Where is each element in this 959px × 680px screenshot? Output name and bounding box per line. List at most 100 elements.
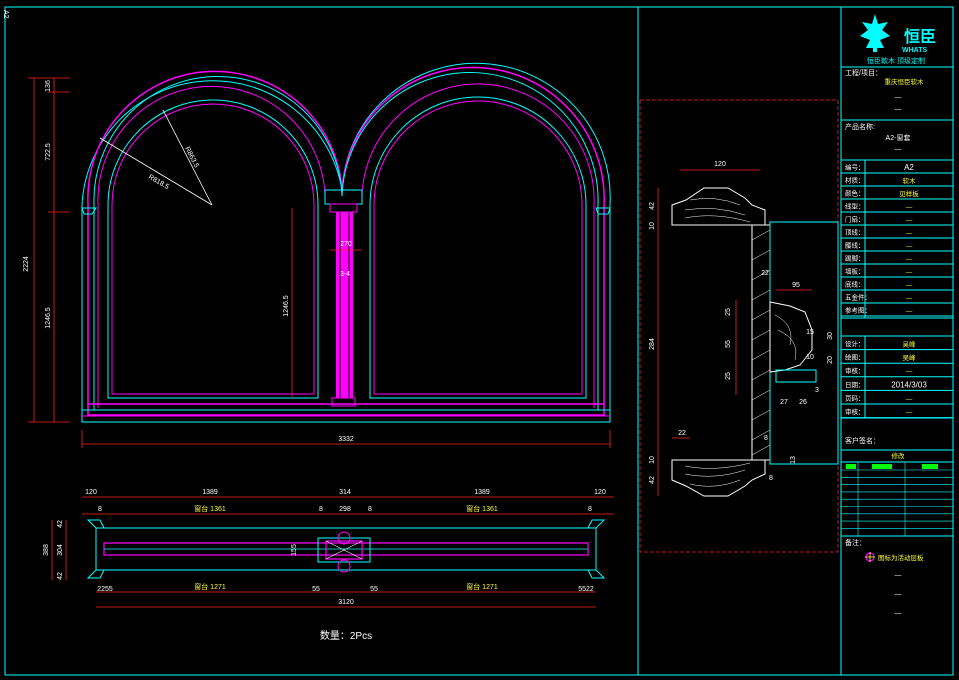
section-dim-25a: 25 <box>725 308 732 316</box>
section-top-grain <box>684 198 751 223</box>
section-top-profile <box>671 187 766 226</box>
plan-bottom-label-left: 窗台 1271 <box>194 582 226 591</box>
right-ear-ornament <box>595 207 611 215</box>
approval-row-value: 吴峰 <box>903 340 917 349</box>
sheet-border <box>4 6 954 676</box>
dim-height-lower: 1246.5 <box>45 307 52 329</box>
plan-center-x2 <box>325 540 363 560</box>
brand-name-cn: 恒臣 <box>904 27 936 46</box>
section-dim-3: 3 <box>815 387 819 394</box>
approval-row-value: 吴峰 <box>903 353 917 362</box>
attribute-row-value: — <box>906 256 913 263</box>
plan-center-inner <box>325 540 363 560</box>
product-label: 产品名称: <box>845 122 875 131</box>
section-bottom-profile <box>671 459 766 497</box>
title-block: 恒臣 WHATS 恒臣軟木 顶级定制 工程/项目： 重庆恒臣软木 — — 产品名… <box>841 14 953 617</box>
section-dim-15: 15 <box>806 329 814 336</box>
dim-mullion-width: 270 <box>340 241 352 248</box>
attribute-row-label: 材质： <box>845 176 865 185</box>
attribute-row-label: 底线： <box>845 280 865 289</box>
radius-leader-2 <box>162 109 213 206</box>
plan-center-knob <box>337 531 351 545</box>
plan-dim-sub-5: 8 <box>588 506 592 513</box>
plan-center-dim: 155 <box>291 544 298 556</box>
plan-label-left: 窗台 1361 <box>194 504 226 513</box>
arch-moulding-4 <box>361 83 595 408</box>
plan-dim-sub-3: 298 <box>339 506 351 513</box>
section-jamb <box>751 224 771 461</box>
plan-dim-top-4: 1389 <box>474 489 490 496</box>
plan-bottom-dim-4: 5522 <box>578 586 594 593</box>
right-opening <box>369 96 587 399</box>
plan-end-right <box>587 519 606 579</box>
brand-logo: 恒臣 WHATS 恒臣軟木 顶级定制 <box>860 14 936 65</box>
mullion-column <box>336 212 353 398</box>
plan-dim-top-1: 120 <box>85 489 97 496</box>
legend-text: 图标为活动层板 <box>878 553 924 562</box>
plan-bottom-dim-1: 2255 <box>97 586 113 593</box>
plan-center-block <box>317 537 371 563</box>
right-opening-inner <box>373 100 583 395</box>
plan-bottom-dim-3: 55 <box>370 586 378 593</box>
section-dim-55: 55 <box>725 340 732 348</box>
approval-row-value: 2014/3/03 <box>891 380 927 389</box>
plan-side-dim-2: 388 <box>43 544 50 556</box>
section-mid-profile <box>769 301 813 373</box>
section-top-width: 120 <box>714 161 726 168</box>
dim-mullion-mid: 3-4 <box>340 271 350 278</box>
attribute-row-label: 编号： <box>845 163 865 172</box>
plan-dim-sub-2: 8 <box>319 506 323 513</box>
dim-height-arch: 722.5 <box>45 143 52 161</box>
window-plan: 120 1389 314 1389 120 8 8 298 8 8 窗台 136… <box>43 489 614 642</box>
remark-dash-3: — <box>895 610 902 617</box>
attribute-row-value: — <box>906 204 913 211</box>
project-label: 工程/项目： <box>845 68 882 77</box>
section-dim-25b: 25 <box>725 372 732 380</box>
section-wall <box>769 221 839 465</box>
approval-row-label: 设计： <box>845 339 865 348</box>
section-dim-22b: 22 <box>678 430 686 437</box>
attribute-row-value: — <box>906 308 913 315</box>
section-dim-10b: 10 <box>649 456 656 464</box>
dim-height-total: 2224 <box>23 256 30 272</box>
section-dim-42a: 42 <box>649 202 656 210</box>
revision-grid <box>841 462 953 536</box>
attribute-row-label: 墙板： <box>845 267 865 276</box>
section-dim-8a: 8 <box>764 435 768 442</box>
plan-dim-top-3: 314 <box>339 489 351 496</box>
plan-dim-sub-1: 8 <box>98 506 102 513</box>
approval-row-value: — <box>906 410 913 417</box>
plan-dim-top-5: 120 <box>594 489 606 496</box>
plan-wall-band <box>95 527 597 571</box>
approval-row-label: 绘图： <box>845 353 865 362</box>
section-dim-30: 30 <box>827 332 834 340</box>
section-dim-26: 26 <box>799 399 807 406</box>
revision-marker-3 <box>922 464 938 469</box>
remark-dash-2: — <box>895 591 902 598</box>
brand-slogan: 恒臣軟木 顶级定制 <box>867 56 925 65</box>
product-value: A2-窗套 <box>886 133 911 142</box>
revision-marker-2 <box>872 464 892 469</box>
plan-label-right: 窗台 1361 <box>466 504 498 513</box>
section-dim-27: 27 <box>780 399 788 406</box>
approval-row-label: 审核： <box>845 407 865 416</box>
section-detail: 120 42 10 284 10 42 22 95 25 55 25 15 10… <box>639 99 839 553</box>
attribute-row-label: 腰线： <box>845 241 865 250</box>
mullion-capital <box>329 203 358 213</box>
plan-side-dim-4: 42 <box>57 572 64 580</box>
section-bottom-grain <box>684 462 751 487</box>
radius-outer-label: R818.5 <box>147 174 170 191</box>
attribute-row-value: A2 <box>904 163 914 172</box>
plan-bottom-dim-2: 55 <box>312 586 320 593</box>
attribute-row-label: 颜色： <box>845 189 865 198</box>
project-dash-2: — <box>895 106 902 113</box>
section-dim-284: 284 <box>649 338 656 350</box>
attribute-row-value: — <box>906 243 913 250</box>
attribute-row-value: — <box>906 217 913 224</box>
arch-moulding-3 <box>97 85 326 408</box>
dim-height-inner: 1246.5 <box>283 295 290 317</box>
tree-icon <box>860 14 890 48</box>
product-dash: — <box>895 146 902 153</box>
dim-height-top: 136 <box>45 80 52 92</box>
approval-row-value: — <box>906 369 913 376</box>
